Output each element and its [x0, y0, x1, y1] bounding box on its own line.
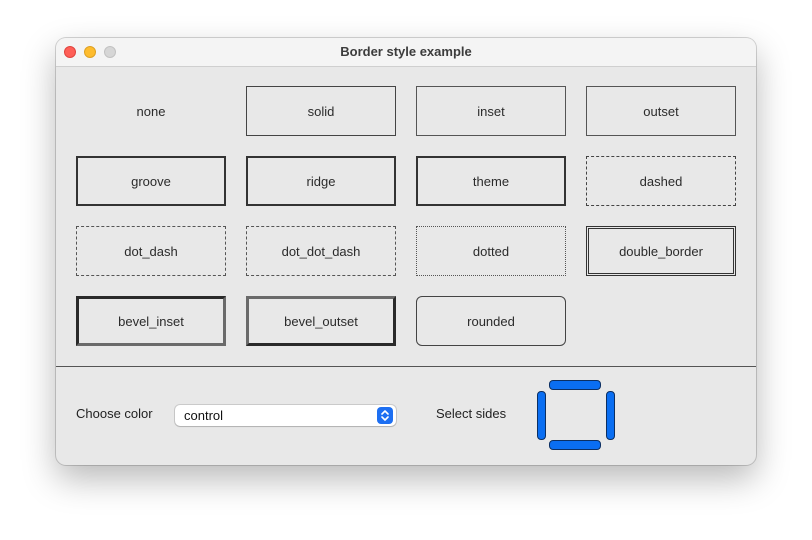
app-window: Border style example none solid inset ou… [56, 38, 756, 465]
border-sample-dashed: dashed [586, 156, 736, 206]
color-select-value: control [184, 408, 224, 423]
border-sample-bevel-outset: bevel_outset [246, 296, 396, 346]
side-toggle-top[interactable] [549, 380, 601, 390]
border-sample-groove: groove [76, 156, 226, 206]
border-sample-dot-dash: dot_dash [76, 226, 226, 276]
border-sample-dotted: dotted [416, 226, 566, 276]
border-sample-inset: inset [416, 86, 566, 136]
side-toggle-bottom[interactable] [549, 440, 601, 450]
border-sample-double-border: double_border [586, 226, 736, 276]
side-toggle-right[interactable] [606, 391, 615, 440]
border-sample-none: none [136, 103, 166, 119]
window-title: Border style example [340, 44, 472, 59]
chevron-up-down-icon[interactable] [377, 407, 393, 424]
border-sample-bevel-inset: bevel_inset [76, 296, 226, 346]
color-select[interactable]: control [175, 405, 396, 426]
border-sample-ridge: ridge [246, 156, 396, 206]
title-bar: Border style example [56, 38, 756, 67]
zoom-window-button[interactable] [104, 46, 116, 58]
border-sample-dot-dot-dash: dot_dot_dash [246, 226, 396, 276]
border-sample-rounded: rounded [416, 296, 566, 346]
side-selector [535, 380, 617, 452]
horizontal-separator [56, 366, 756, 367]
close-window-button[interactable] [64, 46, 76, 58]
border-sample-outset: outset [586, 86, 736, 136]
border-sample-theme: theme [416, 156, 566, 206]
side-toggle-left[interactable] [537, 391, 546, 440]
choose-color-label: Choose color [76, 406, 153, 421]
select-sides-label: Select sides [436, 406, 507, 421]
minimize-window-button[interactable] [84, 46, 96, 58]
border-sample-solid: solid [246, 86, 396, 136]
